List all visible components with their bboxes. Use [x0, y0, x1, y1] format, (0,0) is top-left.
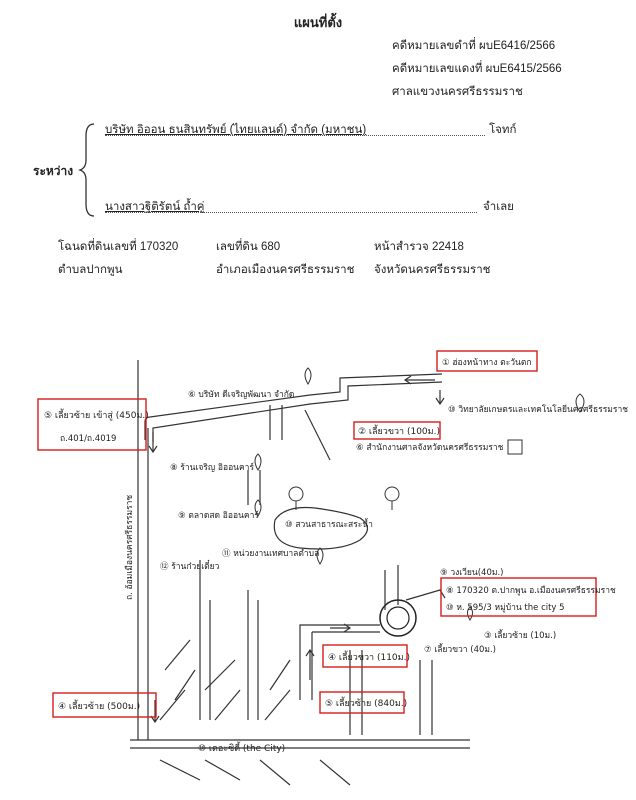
- highlight-boxes: [37, 350, 597, 718]
- label-office: ⑪ หน่วยงานเทศบาลตำบล: [222, 549, 319, 559]
- defendant-line: [105, 198, 477, 213]
- tree-icon: [288, 486, 400, 510]
- plaintiff-role: โจทก์: [489, 124, 517, 136]
- red-case-number: คดีหมายเลขแดงที่ ผบE6415/2566: [392, 63, 562, 75]
- label-target2: ⑩ ห. 595/3 หมู่บ้าน the city 5: [446, 602, 565, 613]
- court-name: ศาลแขวงนครศรีธรรมราช: [392, 86, 523, 98]
- black-case-number: คดีหมายเลขดำที่ ผบE6416/2566: [392, 40, 556, 52]
- roads: [130, 360, 470, 786]
- label-shop3: ⑫ ร้านก๋วยเตี๋ยว: [160, 560, 220, 572]
- survey-page: หน้าสำรวจ 22418: [374, 241, 464, 253]
- label-road-401: ถ.401/ถ.4019: [60, 434, 116, 444]
- defendant-name: นางสาวฐิติรัตน์ ถ้ำคู่: [105, 201, 205, 213]
- location-map: ① ฮ่องหน้าทาง ตะวันตก ⑥ บริษัท ดีเจริญพั…: [37, 350, 628, 786]
- label-turn-left-500: ④ เลี้ยวซ้าย (500ม.): [58, 699, 140, 712]
- deed-number: โฉนดที่ดินเลขที่ 170320: [58, 241, 179, 253]
- label-side-road: ถ. อ้อมเมืองนครศรีธรรมราช: [124, 495, 135, 600]
- label-turn-right-40: ⑦ เลี้ยวขวา (40ม.): [424, 643, 496, 655]
- label-turn-left-10: ③ เลี้ยวซ้าย (10ม.): [484, 629, 556, 641]
- label-court-mark: ⑥ สำนักงานศาลจังหวัดนครศรีธรรมราช: [356, 442, 504, 453]
- label-turn-right-110: ④ เลี้ยวขวา (110ม.): [328, 650, 410, 663]
- label-start: ① ฮ่องหน้าทาง ตะวันตก: [442, 357, 532, 368]
- label-target1: ⑧ 170320 ต.ปากพูน อ.เมืองนครศรีธรรมราช: [446, 585, 616, 596]
- label-shop2: ⑨ ตลาดสด อิออนคาร์: [178, 510, 259, 521]
- roundabout-icon: [379, 599, 417, 637]
- label-college: ⑩ วิทยาลัยเกษตรและเทคโนโลยีนครศรีธรรมราช: [448, 404, 628, 415]
- lake-icon: [273, 506, 369, 550]
- defendant-role: จำเลย: [483, 201, 514, 213]
- label-lake: ⑩ สวนสาธารณะสระน้ำ: [285, 518, 373, 530]
- label-turn-right-100: ② เลี้ยวขวา (100ม.): [358, 424, 440, 437]
- party-brace: [78, 123, 95, 217]
- label-turn-left-450: ⑤ เลี้ยวซ้าย เข้าสู่ (450ม.): [44, 408, 149, 421]
- province: จังหวัดนครศรีธรรมราช: [374, 264, 491, 276]
- label-turn-left-840: ⑤ เลี้ยวซ้าย (840ม.): [325, 696, 407, 709]
- between-label: ระหว่าง: [33, 164, 74, 178]
- location-pin-icon: [254, 367, 585, 621]
- label-shop1: ⑧ ร้านเจริญ อิออนคาร์: [170, 462, 254, 473]
- arrow-icon: [148, 375, 445, 724]
- plaintiff-name: บริษัท อิออน ธนสินทรัพย์ (ไทยแลนด์) จำกั…: [105, 124, 367, 136]
- label-roundabout: ⑨ วงเวียน(40ม.): [440, 567, 503, 578]
- label-the-city: ⑩ เดอะซิตี้ (the City): [198, 741, 285, 754]
- page-title: แผนที่ตั้ง: [293, 15, 343, 30]
- plaintiff-line: [105, 121, 485, 136]
- district: อำเภอเมืองนครศรีธรรมราช: [216, 264, 355, 276]
- land-number: เลขที่ดิน 680: [216, 241, 281, 253]
- subdistrict: ตำบลปากพูน: [58, 264, 123, 276]
- label-company: ⑥ บริษัท ดีเจริญพัฒนา จำกัด: [188, 389, 294, 400]
